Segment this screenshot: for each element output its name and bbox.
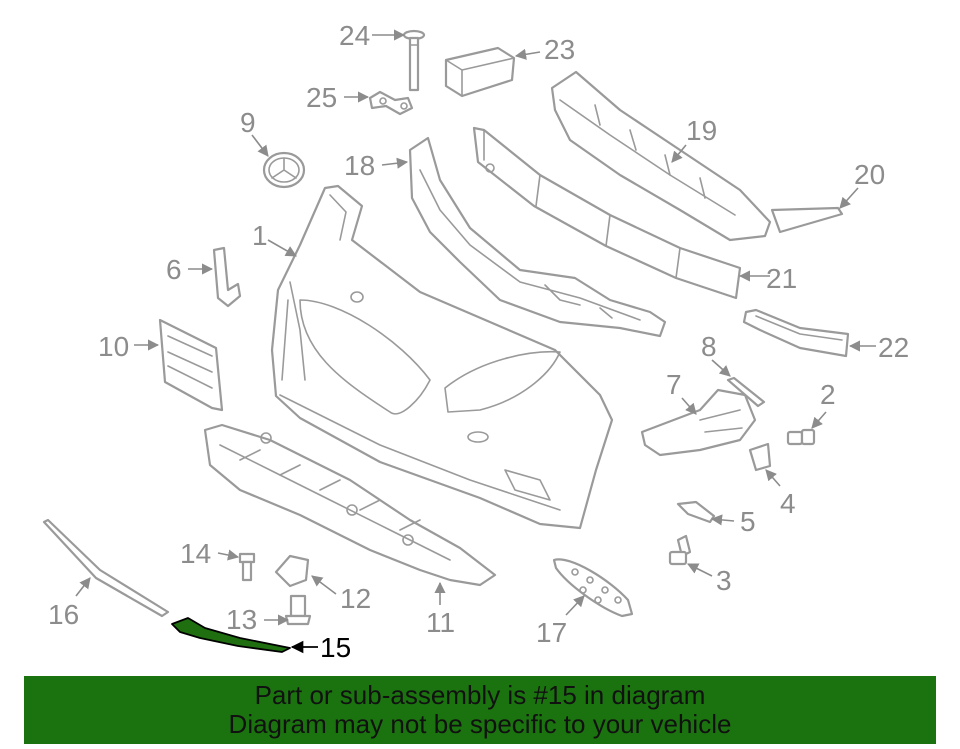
part-16-lip-strip[interactable] xyxy=(42,518,170,618)
info-banner: Part or sub-assembly is #15 in diagram D… xyxy=(24,676,936,744)
callout-8[interactable]: 8 xyxy=(701,331,717,362)
part-24-bolt[interactable] xyxy=(402,29,426,92)
part-14-screw[interactable] xyxy=(238,552,256,582)
callout-22[interactable]: 22 xyxy=(878,332,909,363)
callout-5[interactable]: 5 xyxy=(740,506,756,537)
callout-13[interactable]: 13 xyxy=(226,604,257,635)
part-7-mount[interactable] xyxy=(640,388,757,457)
callout-21[interactable]: 21 xyxy=(766,263,797,294)
part-3-fastener[interactable] xyxy=(668,534,692,566)
part-11-lower-grille[interactable] xyxy=(203,423,497,587)
callout-19[interactable]: 19 xyxy=(686,115,717,146)
part-6-bracket[interactable] xyxy=(212,246,242,308)
part-25-bracket[interactable] xyxy=(368,90,414,116)
callout-2[interactable]: 2 xyxy=(820,379,836,410)
callout-7[interactable]: 7 xyxy=(666,369,682,400)
callout-6[interactable]: 6 xyxy=(166,254,182,285)
callout-18[interactable]: 18 xyxy=(344,150,375,181)
callout-10[interactable]: 10 xyxy=(98,331,129,362)
part-17-grille-insert[interactable] xyxy=(552,558,634,618)
leader-lines xyxy=(75,29,876,654)
callout-numbers: 24 25 23 9 18 19 20 21 22 1 6 10 8 7 2 4… xyxy=(48,20,909,663)
callout-1[interactable]: 1 xyxy=(252,220,268,251)
part-1-bumper-cover[interactable] xyxy=(270,184,614,530)
callout-16[interactable]: 16 xyxy=(48,599,79,630)
callout-11[interactable]: 11 xyxy=(426,607,455,638)
part-18-support[interactable] xyxy=(408,136,667,338)
part-22-strip[interactable] xyxy=(742,308,850,358)
part-15-highlighted-spoiler[interactable] xyxy=(171,617,291,653)
callout-23[interactable]: 23 xyxy=(544,34,575,65)
part-8-strip[interactable] xyxy=(726,376,766,408)
part-10-plate-bracket[interactable] xyxy=(158,318,224,412)
callout-3[interactable]: 3 xyxy=(716,565,732,596)
callout-24[interactable]: 24 xyxy=(339,20,370,51)
part-9-emblem[interactable] xyxy=(262,151,306,189)
callout-4[interactable]: 4 xyxy=(780,488,796,519)
callout-25[interactable]: 25 xyxy=(306,82,337,113)
part-4-clip[interactable] xyxy=(748,442,772,472)
part-23-module[interactable] xyxy=(444,46,516,98)
part-21-impact-bar[interactable] xyxy=(472,126,742,300)
callout-14[interactable]: 14 xyxy=(180,538,211,569)
callout-20[interactable]: 20 xyxy=(854,159,885,190)
banner-line-1: Part or sub-assembly is #15 in diagram xyxy=(254,680,706,710)
part-2-bolt[interactable] xyxy=(786,428,816,446)
callout-9[interactable]: 9 xyxy=(240,107,256,138)
banner-line-2: Diagram may not be specific to your vehi… xyxy=(228,709,732,739)
part-13-bolt[interactable] xyxy=(284,594,312,626)
part-12-clip[interactable] xyxy=(274,554,310,588)
part-19-absorber[interactable] xyxy=(550,70,772,242)
part-20-trim[interactable] xyxy=(770,206,844,234)
callout-15[interactable]: 15 xyxy=(320,632,351,663)
part-5-clip[interactable] xyxy=(676,500,716,524)
callout-17[interactable]: 17 xyxy=(536,617,567,648)
callout-12[interactable]: 12 xyxy=(340,583,371,614)
